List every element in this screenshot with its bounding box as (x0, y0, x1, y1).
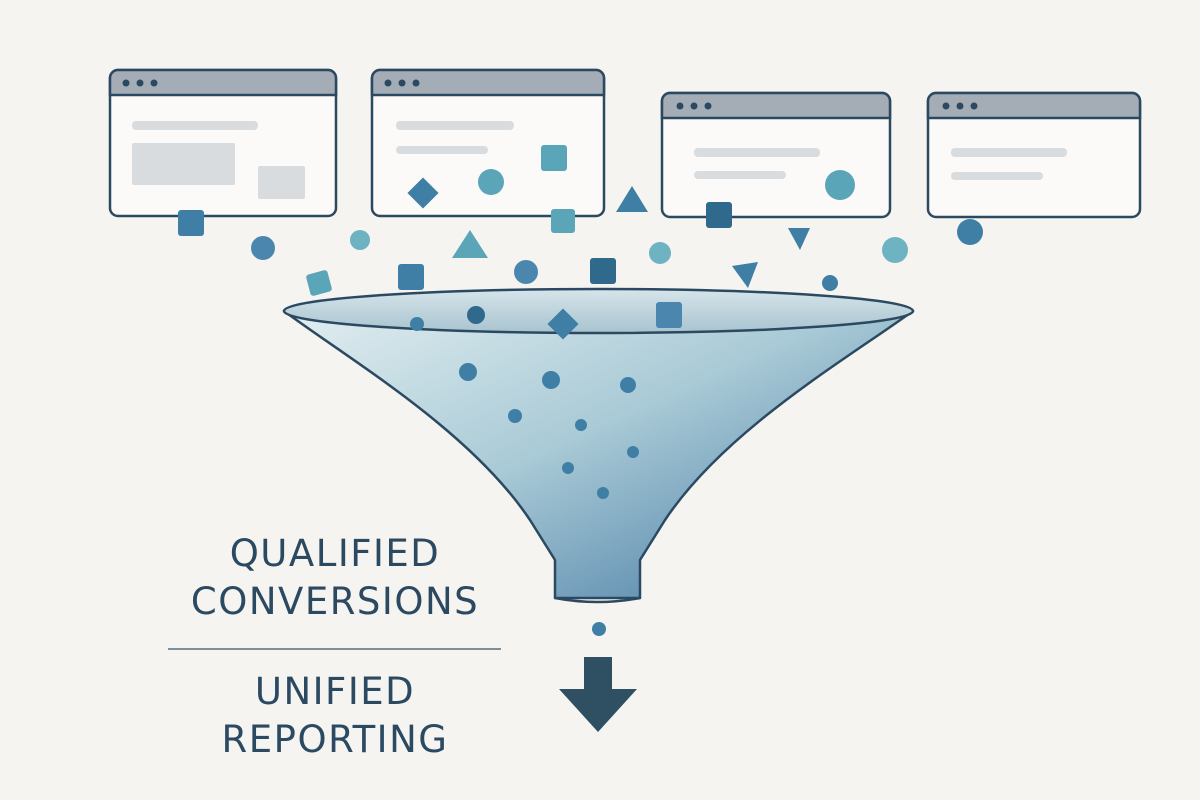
label-bottom-line-2: REPORTING (221, 718, 449, 761)
funnel-particles (410, 302, 682, 499)
qualified-conversions-label: QUALIFIED CONVERSIONS (150, 530, 520, 626)
browser-window-icon (660, 91, 892, 219)
down-arrow-icon (559, 657, 637, 732)
label-top-line-1: QUALIFIED (229, 532, 441, 575)
label-bottom-line-1: UNIFIED (254, 670, 416, 713)
funnel-icon (282, 287, 915, 604)
browser-window-icon (108, 68, 338, 218)
browser-window-icon (926, 91, 1142, 219)
browser-window-icon (370, 68, 606, 218)
output-drop (592, 622, 606, 636)
unified-reporting-label: UNIFIED REPORTING (150, 668, 520, 764)
data-particles (178, 145, 983, 296)
label-top-line-2: CONVERSIONS (190, 580, 480, 623)
label-divider (168, 648, 501, 650)
